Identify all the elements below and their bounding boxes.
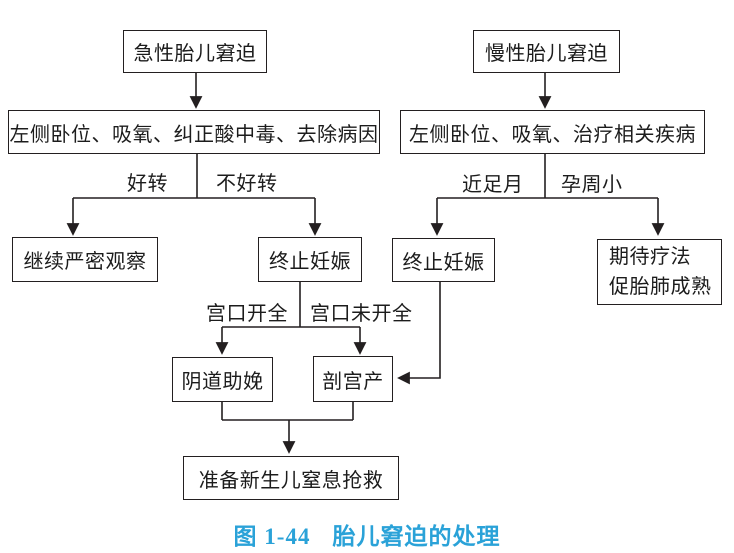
edge-label-cervix-fully-dilated: 宫口开全 xyxy=(206,303,288,325)
figure-title: 胎儿窘迫的处理 xyxy=(332,524,501,549)
edge-label-improved: 好转 xyxy=(127,173,168,195)
node-expectant-therapy: 期待疗法 促胎肺成熟 xyxy=(597,239,722,305)
edge-label-small-gestation: 孕周小 xyxy=(561,174,623,196)
expectant-therapy-line2: 促胎肺成熟 xyxy=(609,276,712,298)
figure-number: 图 1-44 xyxy=(233,524,311,549)
node-acute-treatment: 左侧卧位、吸氧、纠正酸中毒、去除病因 xyxy=(8,110,380,154)
node-continue-observation: 继续严密观察 xyxy=(12,237,158,282)
node-acute-fetal-distress: 急性胎儿窘迫 xyxy=(123,30,267,73)
figure-caption: 图 1-44 胎儿窘迫的处理 xyxy=(0,517,734,551)
node-cesarean-section: 剖宫产 xyxy=(313,356,393,402)
node-chronic-fetal-distress: 慢性胎儿窘迫 xyxy=(473,30,620,73)
node-terminate-pregnancy-chronic: 终止妊娠 xyxy=(392,238,495,282)
edge-label-cervix-not-fully-dilated: 宫口未开全 xyxy=(310,303,413,325)
node-vaginal-assisted-delivery: 阴道助娩 xyxy=(172,357,273,402)
edge-label-near-term: 近足月 xyxy=(462,174,524,196)
edge-label-not-improved: 不好转 xyxy=(216,173,278,195)
node-terminate-pregnancy-acute: 终止妊娠 xyxy=(258,237,362,282)
node-chronic-treatment: 左侧卧位、吸氧、治疗相关疾病 xyxy=(400,110,705,154)
node-newborn-asphyxia-rescue: 准备新生儿窒息抢救 xyxy=(183,456,399,500)
expectant-therapy-line1: 期待疗法 xyxy=(609,246,691,268)
